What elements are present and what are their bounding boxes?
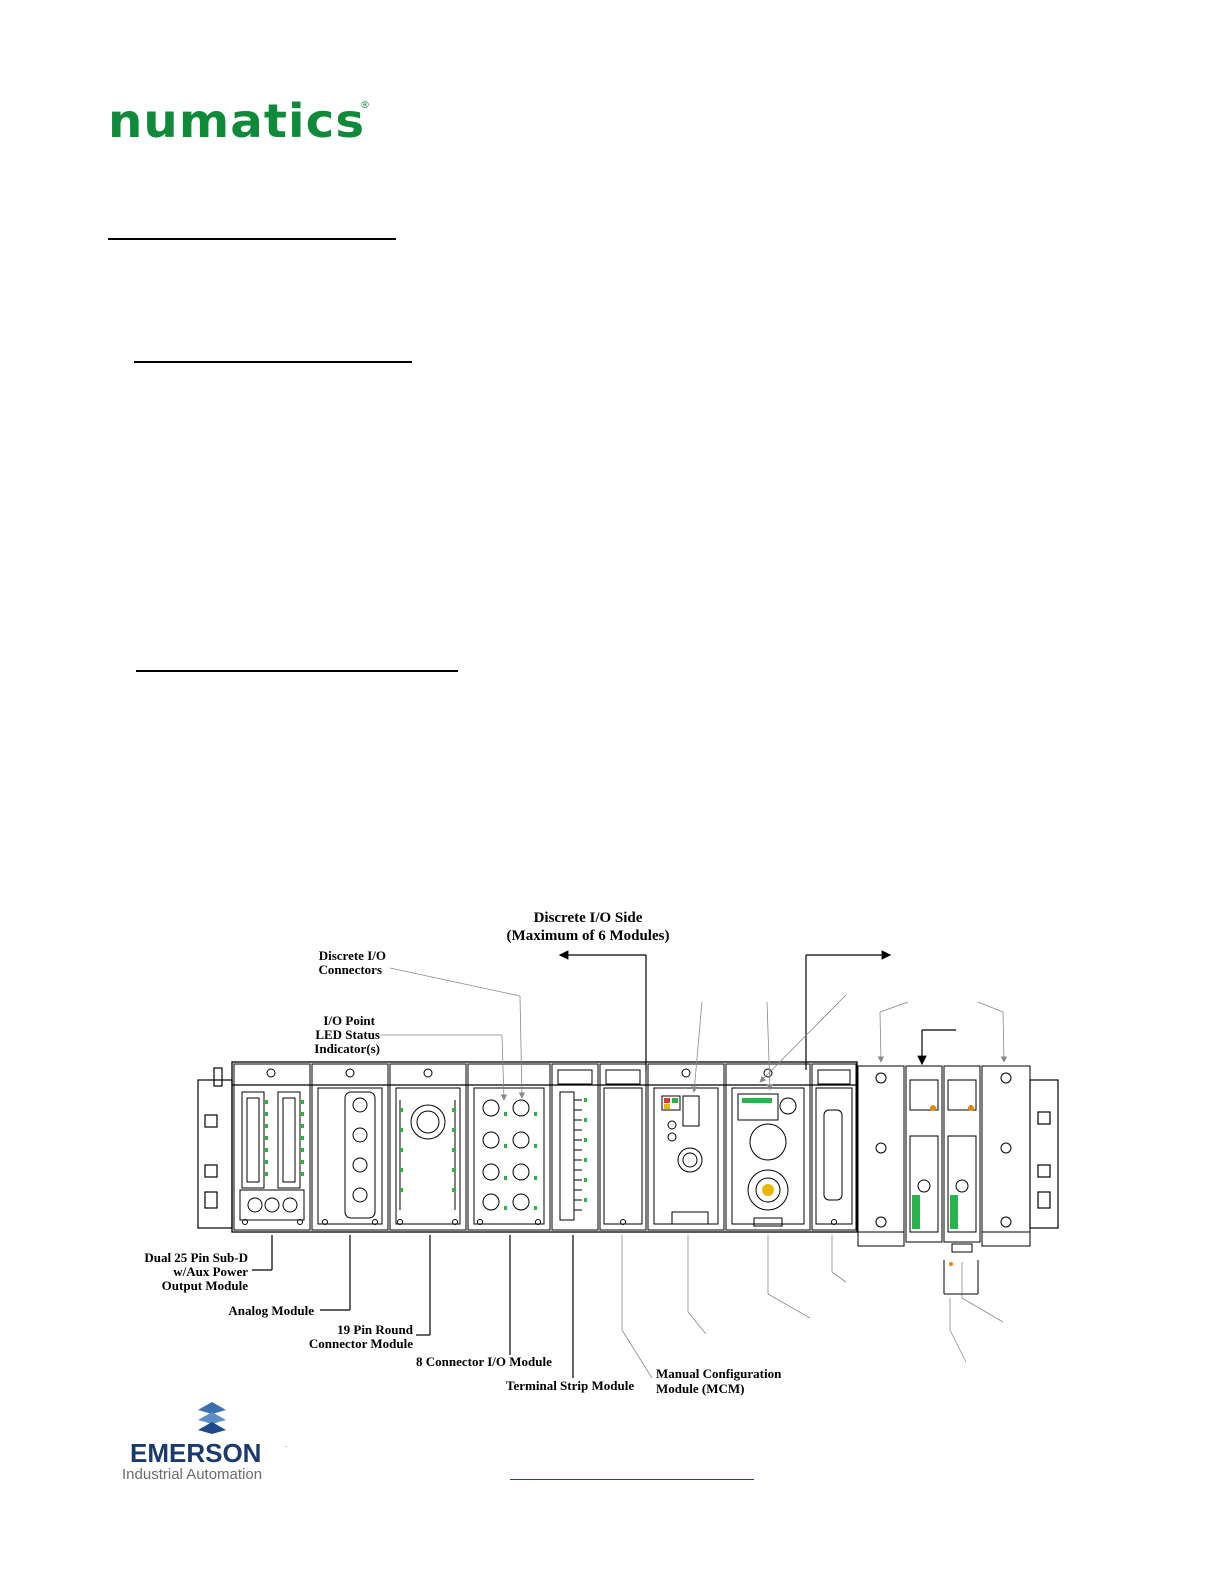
module-subd-valve (811, 1063, 857, 1231)
chassis (231, 1061, 858, 1233)
module-terminal-strip (551, 1063, 599, 1231)
label-mcm-2: Module (MCM) (656, 1381, 744, 1396)
module-19pin-round (389, 1063, 467, 1231)
module-analog (311, 1063, 389, 1231)
callout-leaders-valve (917, 1029, 956, 1066)
label-io-point-3: Indicator(s) (314, 1041, 380, 1056)
valve-station-1 (905, 1065, 943, 1243)
led-strip-3 (400, 1108, 455, 1192)
label-8-connector: 8 Connector I/O Module (416, 1354, 552, 1369)
callout-leaders-top (380, 967, 1008, 1101)
label-mcm-1: Manual Configuration (656, 1366, 782, 1381)
valve-label-1 (912, 1195, 920, 1229)
diagram-title-line2: (Maximum of 6 Modules) (507, 928, 670, 944)
module-communication (725, 1063, 811, 1231)
valve-led-2 (968, 1105, 974, 1111)
right-mounting-bracket (1029, 1079, 1059, 1229)
label-io-point-2: LED Status (315, 1027, 380, 1042)
emerson-wordmark: EMERSON (130, 1438, 262, 1468)
subsection-heading-rule-1 (134, 361, 412, 363)
callout-leaders-bottom (252, 1235, 574, 1378)
module-blank (599, 1063, 647, 1231)
label-dual-25pin-3: Output Module (162, 1278, 249, 1293)
range-arrows (558, 950, 892, 1070)
label-discrete-io-connectors-1: Discrete I/O (319, 948, 386, 963)
module-dual-25pin (233, 1063, 311, 1231)
label-dual-25pin-1: Dual 25 Pin Sub-D (144, 1250, 248, 1265)
numatics-logo: numatics ® (108, 96, 370, 156)
mcm-status-leds (664, 1098, 678, 1109)
label-19pin-2: Connector Module (309, 1336, 413, 1351)
module-8-connector (467, 1063, 551, 1231)
registered-mark: ® (360, 100, 370, 111)
label-terminal-strip: Terminal Strip Module (506, 1378, 634, 1393)
emerson-logo: EMERSON . Industrial Automation (120, 1400, 300, 1490)
comm-status-bar (742, 1098, 772, 1103)
valve-bracket-lines (943, 1260, 979, 1295)
logo-wordmark: numatics (108, 94, 366, 148)
valve-end-plate-left (857, 1065, 905, 1247)
module-mcm (647, 1063, 725, 1231)
label-discrete-io-connectors-2: Connectors (318, 962, 382, 977)
valve-end-plate-right (981, 1065, 1031, 1247)
valve-station-2 (943, 1065, 981, 1253)
subsection-heading-rule-2 (136, 670, 458, 672)
comm-connector-pin (762, 1184, 774, 1196)
callout-leaders-bottom-gray (621, 1235, 1004, 1379)
valve-indicator-dot (949, 1262, 953, 1266)
label-analog-module: Analog Module (228, 1303, 314, 1318)
led-strip-4 (504, 1112, 537, 1210)
left-mounting-bracket (197, 1067, 233, 1229)
section-heading-rule (108, 238, 396, 240)
valve-led-1 (930, 1105, 936, 1111)
led-strip-1 (265, 1100, 304, 1176)
label-19pin-1: 19 Pin Round (337, 1322, 414, 1337)
label-io-point-1: I/O Point (323, 1013, 375, 1028)
emerson-trademark: . (285, 1440, 288, 1449)
valve-label-2 (950, 1195, 958, 1229)
emerson-division: Industrial Automation (122, 1466, 263, 1483)
footer-link[interactable] (510, 1479, 754, 1480)
diagram-title-line1: Discrete I/O Side (534, 910, 643, 926)
led-strip-5 (584, 1098, 587, 1202)
label-dual-25pin-2: w/Aux Power (173, 1264, 248, 1279)
emerson-emblem-icon (198, 1402, 226, 1434)
